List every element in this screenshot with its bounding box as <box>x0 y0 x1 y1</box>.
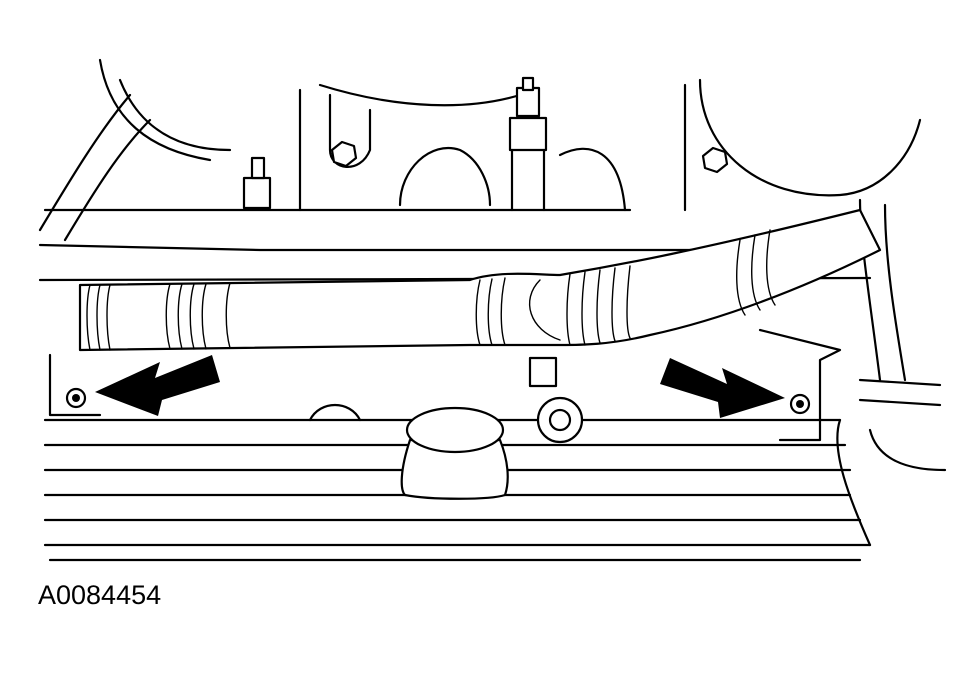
arrow-pointing-left-bolt-icon <box>95 355 220 416</box>
arrow-pointing-right-bolt-icon <box>660 358 785 418</box>
figure-id-label: A0084454 <box>38 580 162 610</box>
valve-cover <box>43 328 947 562</box>
wiring-harness <box>78 208 882 352</box>
engine-block-background <box>38 58 922 382</box>
